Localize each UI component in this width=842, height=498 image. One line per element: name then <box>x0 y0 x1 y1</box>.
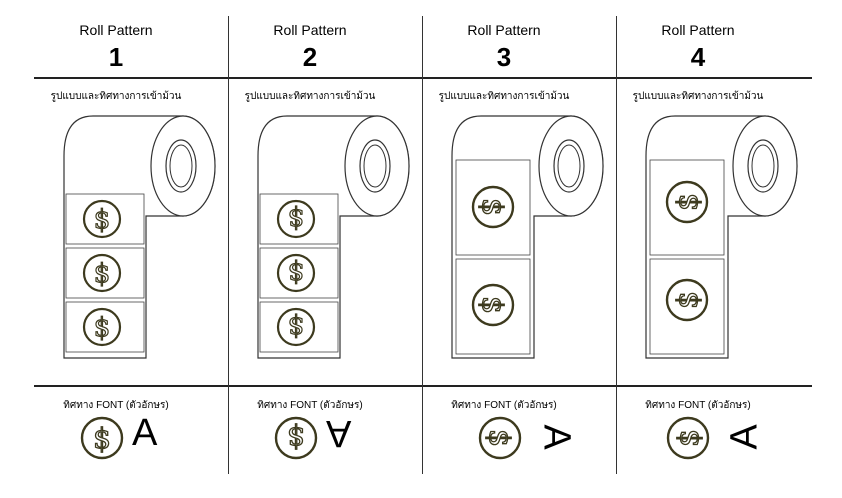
pattern-column-4: Roll Pattern 4 รูปแบบและทิศทางการเข้าม้ว… <box>602 0 798 498</box>
svg-text:$: $ <box>483 429 516 447</box>
pattern-number: 4 <box>690 42 706 72</box>
roll-caption: รูปแบบและทิศทางการเข้าม้วน <box>50 91 182 102</box>
dollar-seal-icon: $ <box>665 278 709 322</box>
svg-text:$: $ <box>672 429 705 447</box>
label-1 <box>259 193 339 245</box>
pattern-column-1: Roll Pattern 1 รูปแบบและทิศทางการเข้าม้ว… <box>20 0 216 498</box>
pattern-column-3: Roll Pattern 3 รูปแบบและทิศทางการเข้าม้ว… <box>408 0 604 498</box>
svg-text:$: $ <box>288 311 305 341</box>
svg-text:$: $ <box>94 259 111 289</box>
label-2 <box>65 247 145 299</box>
pattern-number: 2 <box>302 42 318 72</box>
dollar-seal-icon: $ <box>471 185 515 229</box>
dollar-seal-icon: $ <box>276 307 316 347</box>
roll-caption: รูปแบบและทิศทางการเข้าม้วน <box>632 91 764 102</box>
font-direction-letter: A <box>132 412 158 454</box>
pattern-number: 1 <box>108 42 124 72</box>
label-2 <box>649 258 725 355</box>
svg-text:$: $ <box>476 296 509 314</box>
font-direction-caption: ทิศทาง FONT (ตัวอักษร) <box>645 400 751 411</box>
label-roll-diagram: $ $ $ $ <box>63 115 216 460</box>
font-direction-letter: A <box>723 424 766 450</box>
dollar-seal-icon: $ <box>471 283 515 327</box>
column-divider-3 <box>616 16 617 474</box>
font-direction-letter: A <box>535 424 578 450</box>
column-divider-1 <box>228 16 229 474</box>
label-3 <box>259 301 339 353</box>
svg-text:$: $ <box>671 291 704 309</box>
dollar-seal-icon: $ <box>82 199 122 239</box>
label-roll-diagram: $ $ $ <box>451 115 604 460</box>
roll-caption: รูปแบบและทิศทางการเข้าม้วน <box>438 91 570 102</box>
svg-text:$: $ <box>288 257 305 287</box>
label-3 <box>65 301 145 353</box>
label-1 <box>65 193 145 245</box>
dollar-seal-icon: $ <box>276 253 316 293</box>
dollar-seal-icon: $ <box>274 416 318 460</box>
font-direction-caption: ทิศทาง FONT (ตัวอักษร) <box>63 400 169 411</box>
pattern-number: 3 <box>496 42 512 72</box>
dollar-seal-icon: $ <box>82 253 122 293</box>
label-2 <box>259 247 339 299</box>
dollar-seal-icon: $ <box>665 180 709 224</box>
svg-text:$: $ <box>288 203 305 233</box>
dollar-seal-icon: $ <box>82 307 122 347</box>
pattern-title: Roll Pattern <box>661 22 735 38</box>
column-divider-2 <box>422 16 423 474</box>
svg-text:$: $ <box>94 205 111 235</box>
label-roll-diagram: $ $ $ $ <box>257 115 410 460</box>
font-direction-caption: ทิศทาง FONT (ตัวอักษร) <box>451 400 557 411</box>
label-roll-diagram: $ $ $ <box>645 115 798 460</box>
pattern-title: Roll Pattern <box>273 22 347 38</box>
svg-text:$: $ <box>94 313 111 343</box>
dollar-seal-icon: $ <box>666 416 710 460</box>
svg-text:$: $ <box>93 422 111 455</box>
pattern-title: Roll Pattern <box>79 22 153 38</box>
roll-caption: รูปแบบและทิศทางการเข้าม้วน <box>244 91 376 102</box>
header-divider <box>34 77 812 79</box>
footer-divider <box>34 385 812 387</box>
dollar-seal-icon: $ <box>80 416 124 460</box>
svg-text:$: $ <box>287 421 305 454</box>
font-direction-letter: A <box>326 412 352 454</box>
pattern-title: Roll Pattern <box>467 22 541 38</box>
pattern-column-2: Roll Pattern 2 รูปแบบและทิศทางการเข้าม้ว… <box>214 0 410 498</box>
svg-text:$: $ <box>476 198 509 216</box>
label-1 <box>455 159 531 256</box>
label-2 <box>455 258 531 355</box>
dollar-seal-icon: $ <box>478 416 522 460</box>
font-direction-caption: ทิศทาง FONT (ตัวอักษร) <box>257 400 363 411</box>
svg-text:$: $ <box>671 193 704 211</box>
dollar-seal-icon: $ <box>276 199 316 239</box>
label-1 <box>649 159 725 256</box>
